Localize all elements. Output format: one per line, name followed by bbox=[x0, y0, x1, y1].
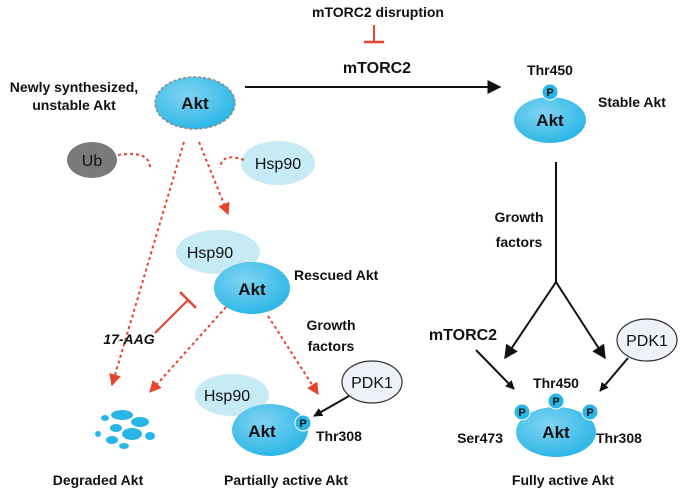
partial-akt-text: Akt bbox=[248, 422, 276, 441]
ub-binding-curve bbox=[117, 152, 151, 169]
pdk1-protein-mid: PDK1 bbox=[341, 360, 403, 404]
degradation-arrow bbox=[109, 141, 185, 387]
thr308-phospho-mid: P bbox=[299, 418, 306, 430]
branch-arrow-left bbox=[504, 281, 557, 360]
aag-label: 17-AAG bbox=[103, 331, 154, 347]
ser473-label: Ser473 bbox=[457, 430, 503, 446]
partially-active-akt-label: Partially active Akt bbox=[224, 472, 348, 488]
thr450-top-label: Thr450 bbox=[527, 62, 573, 78]
pdk1-mid-text: PDK1 bbox=[351, 375, 393, 392]
rescue-arrow bbox=[198, 141, 230, 216]
degraded-akt-fragments bbox=[95, 410, 155, 449]
mtorc2-disruption-inhibitor bbox=[364, 25, 384, 44]
ser473-phospho: P bbox=[518, 407, 525, 419]
unstable-akt-protein: Akt bbox=[154, 76, 236, 130]
mtorc2-top-label: mTORC2 bbox=[343, 60, 411, 77]
hsp90-partial-text: Hsp90 bbox=[204, 388, 250, 405]
aag-inhibitor bbox=[154, 291, 197, 334]
hsp90-protein-upper: Hsp90 bbox=[241, 141, 315, 185]
mtorc2-bottom-label: mTORC2 bbox=[429, 327, 497, 344]
growth-label-mid: Growth bbox=[307, 317, 356, 333]
hsp90-binding-curve bbox=[219, 156, 245, 169]
stable-akt-text: Akt bbox=[536, 111, 564, 130]
newly-synthesized-label: Newly synthesized, bbox=[10, 79, 138, 95]
partially-active-complex: Hsp90 P Akt bbox=[195, 374, 312, 456]
unstable-akt-text: Akt bbox=[181, 94, 209, 113]
rescued-complex: Hsp90 Akt bbox=[176, 230, 290, 314]
factors-label-right: factors bbox=[496, 234, 543, 250]
hsp90-upper-text: Hsp90 bbox=[255, 156, 301, 173]
thr308-phospho-right: P bbox=[586, 407, 593, 419]
hsp90-rescued-text: Hsp90 bbox=[187, 245, 233, 262]
rescue-to-degradation-arrow bbox=[149, 306, 227, 393]
degraded-akt-label: Degraded Akt bbox=[53, 472, 144, 488]
thr450-phospho: P bbox=[552, 396, 559, 408]
fully-active-akt-text: Akt bbox=[542, 423, 570, 442]
pdk1-to-akt-arrow-mid bbox=[313, 395, 350, 417]
pdk1-to-akt-arrow-right bbox=[599, 357, 629, 392]
stable-akt-label: Stable Akt bbox=[598, 94, 666, 110]
stable-akt-phospho: P bbox=[546, 87, 553, 99]
pdk1-right-text: PDK1 bbox=[626, 333, 668, 350]
thr308-mid-label: Thr308 bbox=[316, 428, 362, 444]
ub-text: Ub bbox=[82, 153, 103, 170]
thr450-bottom-label: Thr450 bbox=[533, 375, 579, 391]
pdk1-protein-right: PDK1 bbox=[616, 318, 678, 362]
branch-arrow-right bbox=[555, 281, 606, 360]
thr308-right-label: Thr308 bbox=[596, 430, 642, 446]
growth-label-right: Growth bbox=[495, 209, 544, 225]
factors-label-mid: factors bbox=[308, 338, 355, 354]
ub-protein: Ub bbox=[67, 142, 117, 178]
rescued-akt-text: Akt bbox=[238, 280, 266, 299]
fully-active-akt-label: Fully active Akt bbox=[512, 472, 615, 488]
mtorc2-to-akt-arrow bbox=[475, 349, 515, 390]
fully-active-akt-protein: P P P Akt bbox=[513, 392, 599, 457]
rescued-akt-label: Rescued Akt bbox=[294, 267, 379, 283]
stable-akt-protein: P Akt bbox=[514, 83, 586, 143]
unstable-akt-label: unstable Akt bbox=[32, 97, 116, 113]
mtorc2-disruption-label: mTORC2 disruption bbox=[312, 4, 444, 20]
